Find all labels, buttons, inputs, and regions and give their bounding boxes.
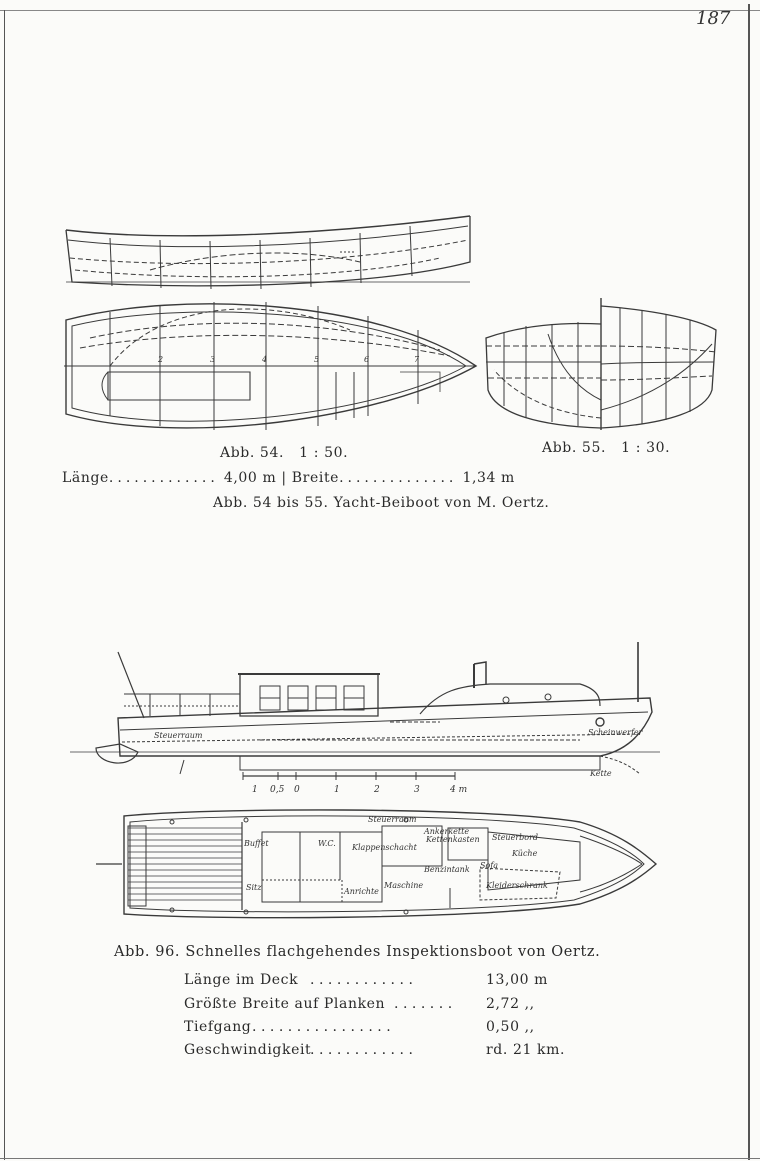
spec-label: Länge im Deck <box>184 972 299 988</box>
profile-label: Scheinwerfer <box>588 728 644 737</box>
fig96-scale-bar: 1 0,5 0 1 2 3 4 m <box>242 772 467 795</box>
plan-label: Küche <box>511 849 538 858</box>
station-label: 2 <box>157 355 163 364</box>
plan-label: Maschine <box>383 881 423 890</box>
width-value: 1,34 m <box>462 470 515 486</box>
spec-label: Tiefgang <box>184 1019 252 1035</box>
scale-tick: 2 <box>373 785 380 795</box>
spec-label: Größte Breite auf Planken <box>184 996 386 1012</box>
spec-value: 13,00 m <box>486 972 549 988</box>
fig55-caption: Abb. 55. 1 : 30. <box>542 440 670 456</box>
fig54-plan-view <box>64 302 478 430</box>
plan-label: Kettenkasten <box>425 835 480 844</box>
caption-54-55: Abb. 54 bis 55. Yacht-Beiboot von M. Oer… <box>213 495 550 511</box>
page-border-left <box>4 10 5 1160</box>
plan-label: Steuerraum <box>368 815 417 824</box>
plan-label: Anrichte <box>343 887 379 896</box>
station-label: 6 <box>364 355 369 364</box>
page-number: 187 <box>696 8 731 29</box>
plan-label: Sitz <box>246 883 262 892</box>
fig54-scale: 1 : 50. <box>299 445 349 461</box>
spec-value: rd. 21 km. <box>486 1042 566 1058</box>
scale-tick: 1 <box>334 785 340 795</box>
fig54-number: Abb. 54. <box>220 445 284 461</box>
scale-tick: 1 <box>252 785 258 795</box>
page-border-bottom <box>0 1158 760 1159</box>
station-label: 5 <box>314 355 319 364</box>
spec-value: 0,50 ,, <box>486 1019 535 1035</box>
spec-row: Geschwindigkeit ............ rd. 21 km. <box>184 1042 574 1062</box>
page-border-right <box>748 4 750 1160</box>
plan-label: W.C. <box>318 839 336 848</box>
profile-label: Kette <box>589 769 612 778</box>
fig96-plan-view <box>96 809 658 919</box>
plan-label: Ankerkette <box>423 827 469 836</box>
length-value: 4,00 m <box>223 470 277 486</box>
spec-label: Geschwindigkeit <box>184 1042 312 1058</box>
scale-tick: 0,5 <box>270 785 285 795</box>
width-label: Breite <box>291 470 340 486</box>
spec-row: Größte Breite auf Planken ....... 2,72 ,… <box>184 996 574 1016</box>
profile-label: Steuerraum <box>154 731 203 740</box>
scale-tick: 0 <box>294 785 300 795</box>
fig54-side-profile <box>65 215 471 290</box>
station-label: 3 <box>210 355 215 364</box>
scale-tick: 3 <box>414 785 420 795</box>
leader-dots: ............ <box>310 1042 418 1058</box>
length-label: Länge <box>62 470 109 486</box>
page-border-top <box>0 10 760 11</box>
separator: | <box>281 470 287 486</box>
plan-label: Buffet <box>243 839 269 848</box>
plan-label: Steuerbord <box>492 833 538 842</box>
fig55-number: Abb. 55. <box>542 440 606 456</box>
fig54-station-labels: 2 3 4 5 6 7 <box>157 355 420 364</box>
spec-row: Länge im Deck ............ 13,00 m <box>184 972 574 992</box>
plan-label: Benzintank <box>423 865 470 874</box>
leader-dots: ................ <box>252 1019 396 1035</box>
station-label: 4 <box>261 355 267 364</box>
scale-tick: 4 m <box>449 785 467 795</box>
plan-label: Kleiderschrank <box>485 881 548 890</box>
leader-dots: ....... <box>394 996 457 1012</box>
fig96-caption: Abb. 96. Schnelles flachgehendes Inspekt… <box>114 944 601 960</box>
dims-54-55: Länge............. 4,00 m | Breite......… <box>62 470 515 486</box>
fig54-caption: Abb. 54. 1 : 50. <box>220 445 348 461</box>
fig96-profile-labels: Steuerraum Scheinwerfer Kette <box>154 728 644 778</box>
leader-dots: ............ <box>310 972 418 988</box>
fig96-side-profile <box>70 642 660 775</box>
fig55-body-plan <box>485 298 717 430</box>
plan-label: Sofa <box>480 861 498 870</box>
fig55-scale: 1 : 30. <box>621 440 671 456</box>
fig96-plan-labels: Buffet W.C. Klappenschacht Steuerraum An… <box>243 815 548 896</box>
spec-value: 2,72 ,, <box>486 996 535 1012</box>
station-label: 7 <box>414 355 420 364</box>
plan-label: Klappenschacht <box>351 843 418 852</box>
spec-row: Tiefgang ................ 0,50 ,, <box>184 1019 574 1039</box>
